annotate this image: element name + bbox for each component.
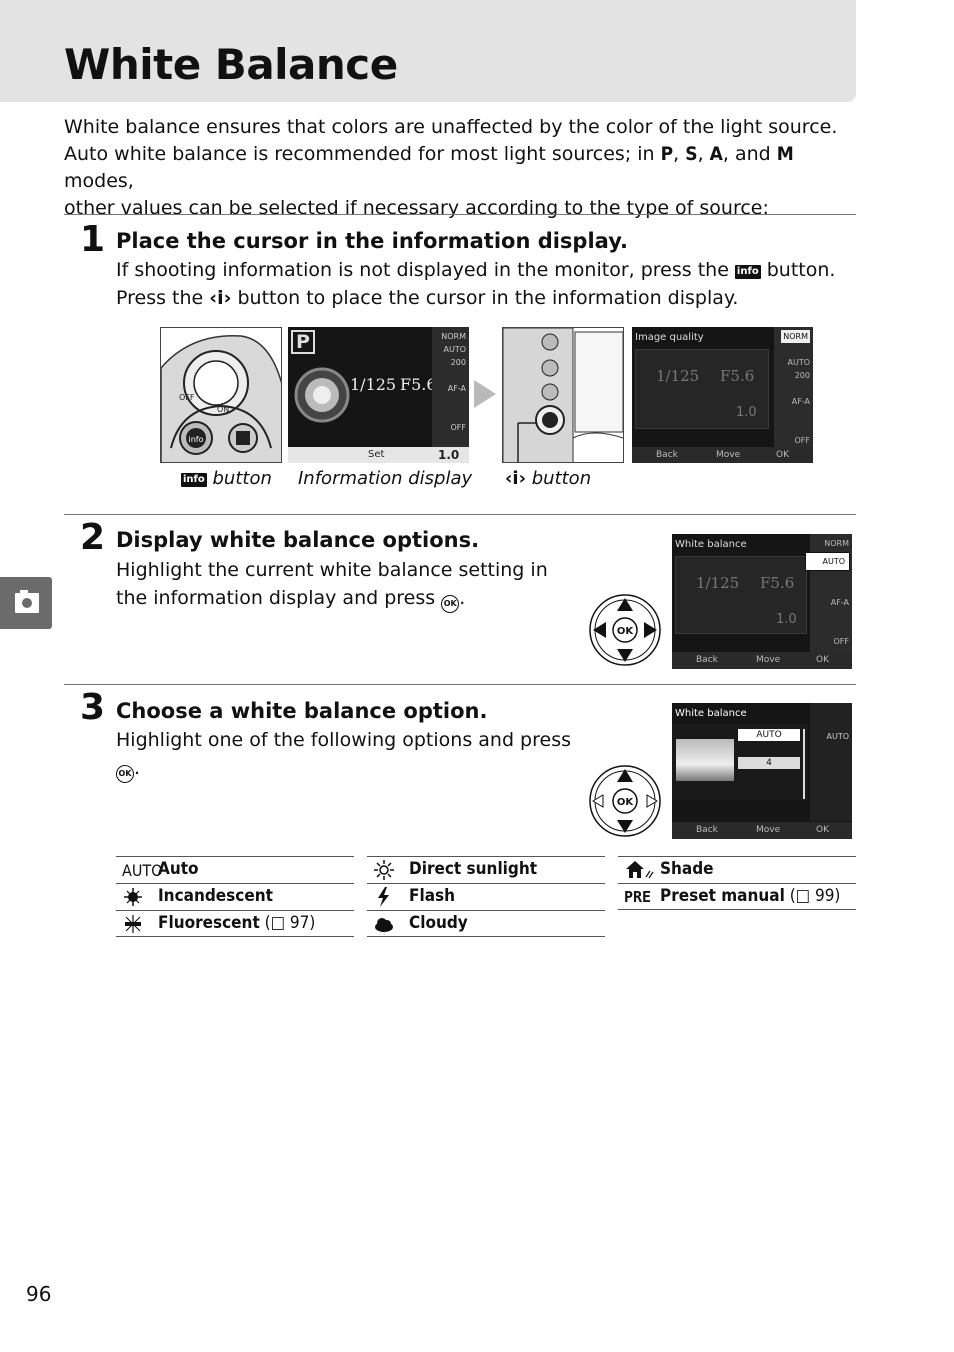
screen-footer: Back Move OK	[632, 447, 813, 463]
step-2-number: 2	[80, 517, 105, 558]
divider	[64, 214, 856, 215]
preset-icon: PRE	[624, 888, 652, 906]
wb-table-column-1: AUTO Auto Incandescent Fluorescent (□ 97…	[116, 856, 354, 937]
auto-icon: AUTO	[122, 861, 163, 880]
mode-indicator: P	[291, 330, 315, 354]
arrow-right-icon	[474, 380, 496, 408]
wb-table-column-2: Direct sunlight Flash Cloudy	[367, 856, 605, 937]
divider	[64, 684, 856, 685]
svg-text:OK: OK	[617, 797, 635, 808]
wb-table-column-3: Shade PRE Preset manual (□ 99)	[618, 856, 856, 910]
page-reference: (□ 99)	[784, 886, 841, 906]
sun-icon	[374, 860, 394, 880]
preview-image	[676, 739, 734, 781]
intro-line-3: other values can be selected if necessar…	[64, 197, 769, 219]
mode-a: A	[709, 143, 723, 165]
divider	[64, 514, 856, 515]
wb-row-fluorescent: Fluorescent (□ 97)	[116, 910, 354, 937]
step-3-title: Choose a white balance option.	[116, 699, 488, 723]
wb-row-auto: AUTO Auto	[116, 856, 354, 883]
wb-row-direct-sunlight: Direct sunlight	[367, 856, 605, 883]
scrollbar[interactable]	[803, 729, 805, 799]
step-3-body: Highlight one of the following options a…	[116, 727, 586, 783]
wb-row-flash: Flash	[367, 883, 605, 910]
step-1-line-2: Press the ‹i› button to place the cursor…	[116, 285, 856, 313]
step-1-number: 1	[80, 219, 105, 260]
camera-i-button-photo	[502, 327, 624, 463]
page-title: White Balance	[64, 40, 398, 89]
shade-icon	[626, 861, 654, 879]
step-2-body: Highlight the current white balance sett…	[116, 557, 576, 613]
section-tab	[0, 577, 52, 629]
mode-m: M	[776, 143, 794, 165]
screen-footer: Back Move OK	[672, 652, 852, 669]
intro-paragraph: White balance ensures that colors are un…	[64, 114, 854, 222]
fluorescent-icon	[125, 915, 141, 933]
svg-text:OK: OK	[617, 626, 635, 637]
svg-text:OFF: OFF	[179, 393, 195, 402]
ok-button-icon: OK	[116, 764, 134, 783]
step-1-body: If shooting information is not displayed…	[116, 257, 856, 312]
white-balance-menu-screen: White balance AUTO 4 AUTO Back Move OK	[672, 703, 852, 839]
info-button-icon: info	[734, 265, 761, 279]
page-reference: (□ 97)	[259, 913, 316, 933]
wb-option-auto[interactable]: AUTO	[738, 729, 800, 741]
camera-dial-illustration: info OFF ON	[161, 335, 281, 462]
incandescent-icon	[124, 888, 142, 906]
mode-s: S	[685, 143, 698, 165]
intro-line-1: White balance ensures that colors are un…	[64, 116, 838, 138]
svg-text:ON: ON	[217, 405, 229, 414]
wb-row-preset-manual: PRE Preset manual (□ 99)	[618, 883, 856, 910]
shutter-speed: 1/125	[350, 375, 397, 394]
wb-row-cloudy: Cloudy	[367, 910, 605, 937]
camera-info-button-photo: info OFF ON	[160, 327, 282, 463]
ok-button-icon: OK	[441, 594, 460, 613]
i-button-caption: ‹i› button	[505, 468, 592, 489]
multi-selector-ok-icon: OK	[589, 594, 661, 666]
camera-menu-icon	[15, 590, 39, 613]
page-number: 96	[26, 1282, 52, 1306]
setting-column: AUTO	[810, 703, 852, 821]
step-1-line-1: If shooting information is not displayed…	[116, 259, 836, 281]
screen-footer: Back Move OK	[672, 822, 852, 839]
wb-option-fluorescent[interactable]: 4	[738, 757, 800, 769]
step-2-title: Display white balance options.	[116, 528, 480, 552]
wb-row-shade: Shade	[618, 856, 856, 883]
aperture-graphic	[294, 367, 350, 423]
screen-heading: White balance	[675, 539, 747, 550]
step-1-title: Place the cursor in the information disp…	[116, 229, 628, 253]
title-band	[0, 0, 856, 102]
svg-text:info: info	[188, 435, 203, 444]
aperture-value: F5.6	[400, 375, 437, 394]
info-button-caption: info button	[181, 468, 272, 489]
intro-line-2: Auto white balance is recommended for mo…	[64, 143, 794, 192]
white-balance-info-screen: White balance 1/125 F5.6 1.0 NORM AUTO A…	[672, 534, 852, 669]
multi-selector-updown-icon: OK	[589, 765, 661, 837]
info-footer: Set 1.0	[288, 447, 469, 463]
screen-heading: White balance	[675, 708, 747, 719]
cloud-icon	[375, 918, 393, 932]
mode-p: P	[660, 143, 674, 165]
camera-back-illustration	[503, 328, 623, 462]
information-display-caption: Information display	[298, 468, 473, 489]
i-button-icon: ‹i›	[209, 286, 232, 309]
step-3-number: 3	[80, 687, 105, 728]
wb-row-incandescent: Incandescent	[116, 883, 354, 910]
flash-icon	[378, 887, 389, 907]
screen-heading: Image quality	[635, 332, 704, 343]
highlighted-wb-setting: AUTO	[805, 552, 850, 571]
